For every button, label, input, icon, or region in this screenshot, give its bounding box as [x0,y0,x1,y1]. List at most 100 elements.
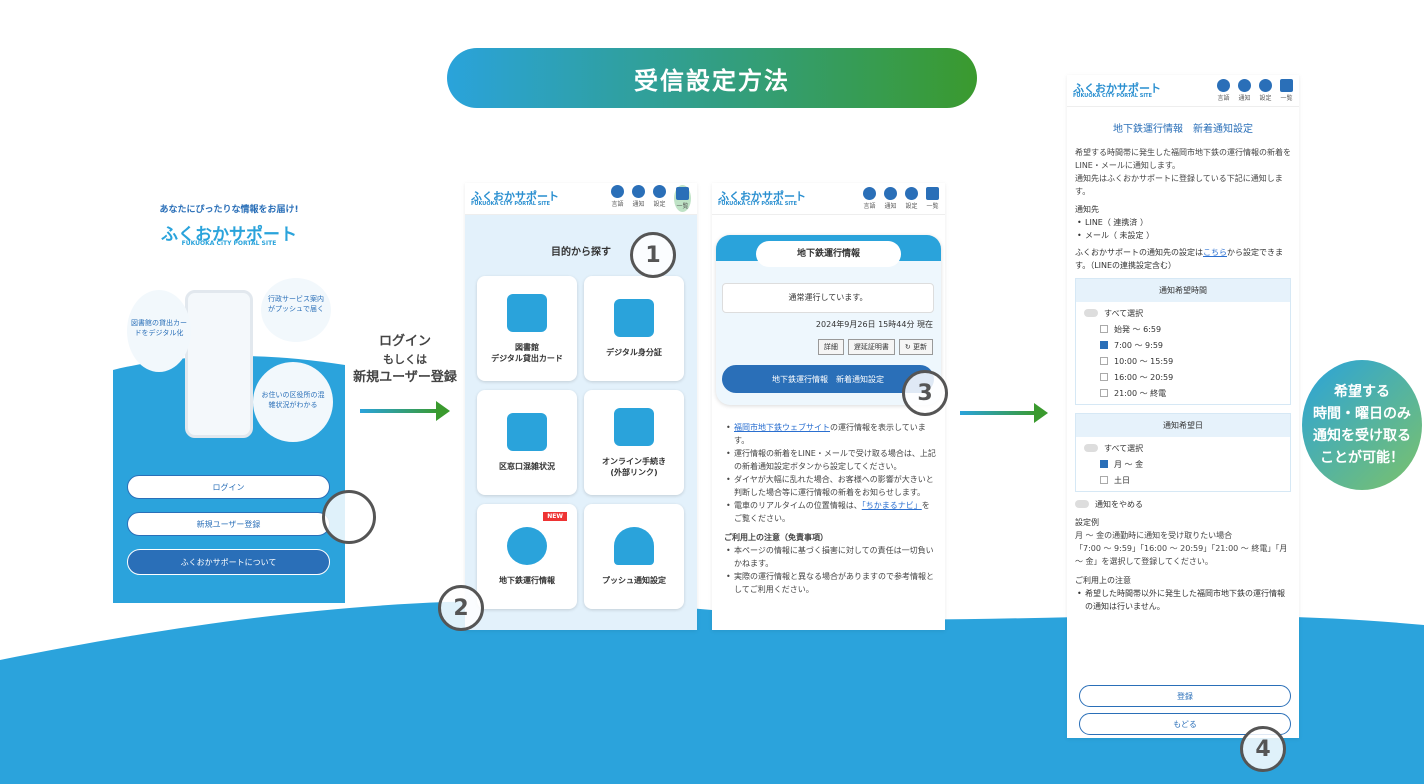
settings-button[interactable]: 設定 [905,187,918,210]
stop-notification-toggle[interactable]: 通知をやめる [1075,496,1291,512]
time-option[interactable]: 始発 〜 6:59 [1084,321,1282,337]
notification-button[interactable]: 通知 [884,187,897,210]
language-button[interactable]: 言語 [863,187,876,210]
label: 通知 [1238,95,1251,102]
select-all-toggle[interactable]: すべて選択 [1084,440,1282,456]
checkbox [1100,389,1108,397]
label: 言語 [611,201,624,208]
label: 月 〜 金 [1114,459,1144,469]
refresh-button[interactable]: ↻ 更新 [898,339,933,355]
day-section: 通知希望日 すべて選択 月 〜 金 土日 [1075,413,1291,492]
list-item: 福岡市地下鉄ウェブサイトの運行情報を表示しています。 [724,421,936,447]
tile-digital-id[interactable]: デジタル身分証 [584,276,684,381]
time-option[interactable]: 10:00 〜 15:59 [1084,353,1282,369]
label: 一覧 [926,203,939,210]
day-option[interactable]: 土日 [1084,472,1282,488]
label: 通知 [632,201,645,208]
tap-hand-icon: 2 [438,585,484,631]
chikamaru-navi-link[interactable]: 「ちかまるナビ」 [861,501,922,510]
tap-hand-icon: 3 [902,370,948,416]
notice-label: ご利用上の注意 [1075,576,1131,585]
about-button[interactable]: ふくおかサポートについて [127,549,330,575]
settings-button[interactable]: 設定 [1259,79,1272,102]
label: すべて選択 [1104,308,1144,318]
bell-icon [1238,79,1251,92]
tile-congestion[interactable]: 区窓口混雑状況 [477,390,577,495]
notification-button[interactable]: 通知 [1238,79,1251,102]
time-option[interactable]: 21:00 〜 終電 [1084,385,1282,401]
label: 通知をやめる [1095,499,1143,509]
globe-icon [1217,79,1230,92]
tile-push-settings[interactable]: プッシュ通知設定 [584,504,684,609]
subway-icon [507,527,547,565]
tile-label: オンライン手続き (外部リンク) [602,456,666,477]
bell-icon [614,527,654,565]
tile-label: デジタル身分証 [606,348,662,357]
new-badge: NEW [543,512,567,521]
label: 言語 [863,203,876,210]
menu-button[interactable]: 一覧 [674,185,691,212]
card-title: 地下鉄運行情報 [756,241,901,267]
checkbox-checked [1100,341,1108,349]
label: 7:00 〜 9:59 [1114,340,1164,350]
bell-icon [632,185,645,198]
monitor-icon [614,407,654,446]
callout-line: 希望する [1334,384,1390,400]
status-text: 通常運行しています。 [722,283,934,313]
grid-icon [926,187,939,200]
label: すべて選択 [1104,443,1144,453]
label: 一覧 [1280,95,1293,102]
back-button[interactable]: もどる [1079,713,1291,735]
select-all-toggle[interactable]: すべて選択 [1084,305,1282,321]
day-option[interactable]: 月 〜 金 [1084,456,1282,472]
label: 更新 [913,343,927,351]
language-button[interactable]: 言語 [1217,79,1230,102]
list-item: 実際の運行情報と異なる場合がありますので参考情報としてご利用ください。 [724,570,936,596]
text: の運行情報を表示しています。 [734,423,926,445]
list-item: 希望した時間帯以外に発生した福岡市地下鉄の運行情報の通知は行いません。 [1075,587,1291,613]
register-button[interactable]: 新規ユーザー登録 [127,512,330,536]
language-button[interactable]: 言語 [611,185,624,212]
globe-icon [611,185,624,198]
list-item: ダイヤが大幅に乱れた場合、お客様への影響が大きいと判断した場合等に運行情報の新着… [724,473,936,499]
destination-label: 通知先 [1075,205,1099,214]
login-button[interactable]: ログイン [127,475,330,499]
checkbox [1100,357,1108,365]
label: 通知 [884,203,897,210]
logo-text: ふくおかサポート [718,189,806,203]
subway-card: 地下鉄運行情報 通常運行しています。 2024年9月26日 15時44分 現在 … [716,235,941,405]
list-item: 運行情報の新着をLINE・メールで受け取る場合は、上記の新着通知設定ボタンから設… [724,447,936,473]
menu-button[interactable]: 一覧 [926,187,939,210]
logo-subtitle: FUKUOKA CITY PORTAL SITE [718,200,798,207]
tile-library-card[interactable]: 図書館 デジタル貸出カード [477,276,577,381]
tap-hand-icon: 4 [1240,726,1286,772]
register-button[interactable]: 登録 [1079,685,1291,707]
settings-button[interactable]: 設定 [653,185,666,212]
delay-certificate-button[interactable]: 遅延証明書 [847,339,895,355]
tile-online-procedure[interactable]: オンライン手続き (外部リンク) [584,390,684,495]
notice-title: ご利用上の注意（免責事項） [724,533,828,542]
new-notification-settings-button[interactable]: 地下鉄運行情報 新着通知設定 [722,365,934,393]
label: 土日 [1114,475,1130,485]
toggle-switch [1084,444,1098,452]
time-option[interactable]: 16:00 〜 20:59 [1084,369,1282,385]
time-option[interactable]: 7:00 〜 9:59 [1084,337,1282,353]
callout-line: ことが可能！ [1320,450,1404,466]
user-icon [653,185,666,198]
notification-button[interactable]: 通知 [632,185,645,212]
caption-line: ログイン [378,334,431,349]
label: 言語 [1217,95,1230,102]
settings-link[interactable]: こちら [1203,248,1227,257]
example-text: 月 〜 金の通勤時に通知を受け取りたい場合 「7:00 〜 9:59」「16:0… [1075,531,1288,566]
logo-subtitle: FUKUOKA CITY PORTAL SITE [1073,92,1153,99]
detail-button[interactable]: 詳細 [817,339,844,355]
subway-website-link[interactable]: 福岡市地下鉄ウェブサイト [734,423,830,432]
menu-button[interactable]: 一覧 [1280,79,1293,102]
